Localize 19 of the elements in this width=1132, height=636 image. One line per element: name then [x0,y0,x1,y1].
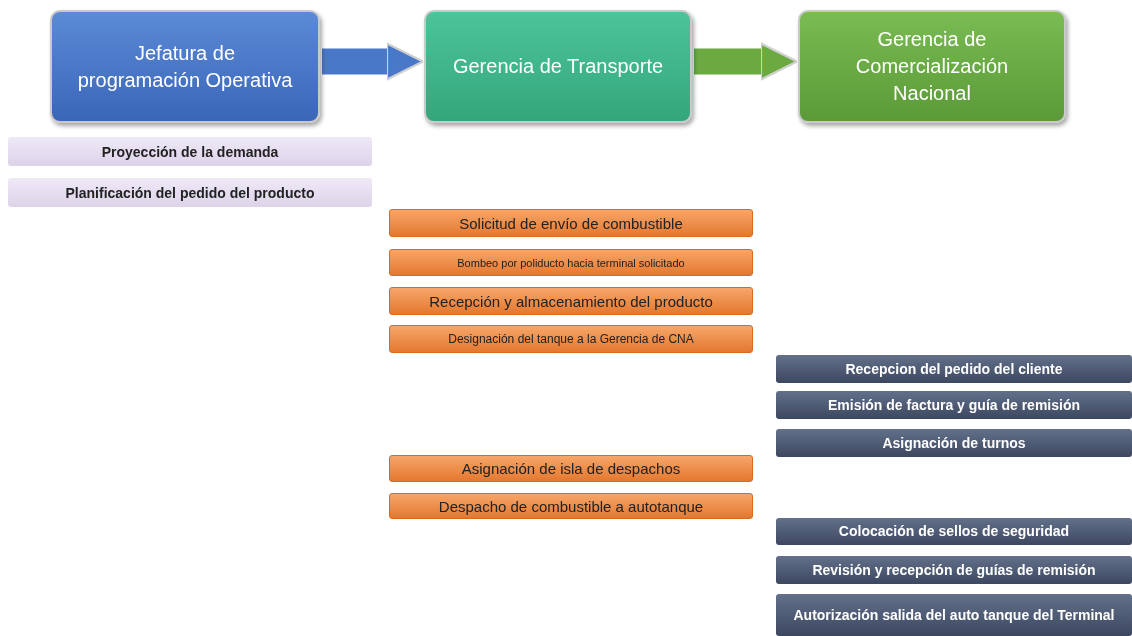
block-arrow [694,42,799,81]
department-box: Jefatura de programación Operativa [50,10,320,123]
task-bar: Asignación de isla de despachos [389,455,753,482]
task-bar: Autorización salida del auto tanque del Terminal [776,594,1132,636]
task-bar: Asignación de turnos [776,429,1132,457]
task-bar: Designación del tanque a la Gerencia de CNA [389,325,753,353]
task-bar: Despacho de combustible a autotanque [389,493,753,519]
task-bar: Revisión y recepción de guías de remisión [776,556,1132,584]
block-arrow [322,42,425,81]
task-bar: Solicitud de envío de combustible [389,209,753,237]
department-box: Gerencia de Transporte [424,10,692,123]
task-bar: Bombeo por poliducto hacia terminal solicitado [389,249,753,276]
task-bar: Recepcion del pedido del cliente [776,355,1132,383]
task-bar: Emisión de factura y guía de remisión [776,391,1132,419]
task-bar: Planificación del pedido del producto [8,178,372,207]
task-bar: Colocación de sellos de seguridad [776,518,1132,545]
department-box: Gerencia de Comercialización Nacional [798,10,1066,123]
task-bar: Proyección de la demanda [8,137,372,166]
task-bar: Recepción y almacenamiento del producto [389,287,753,315]
